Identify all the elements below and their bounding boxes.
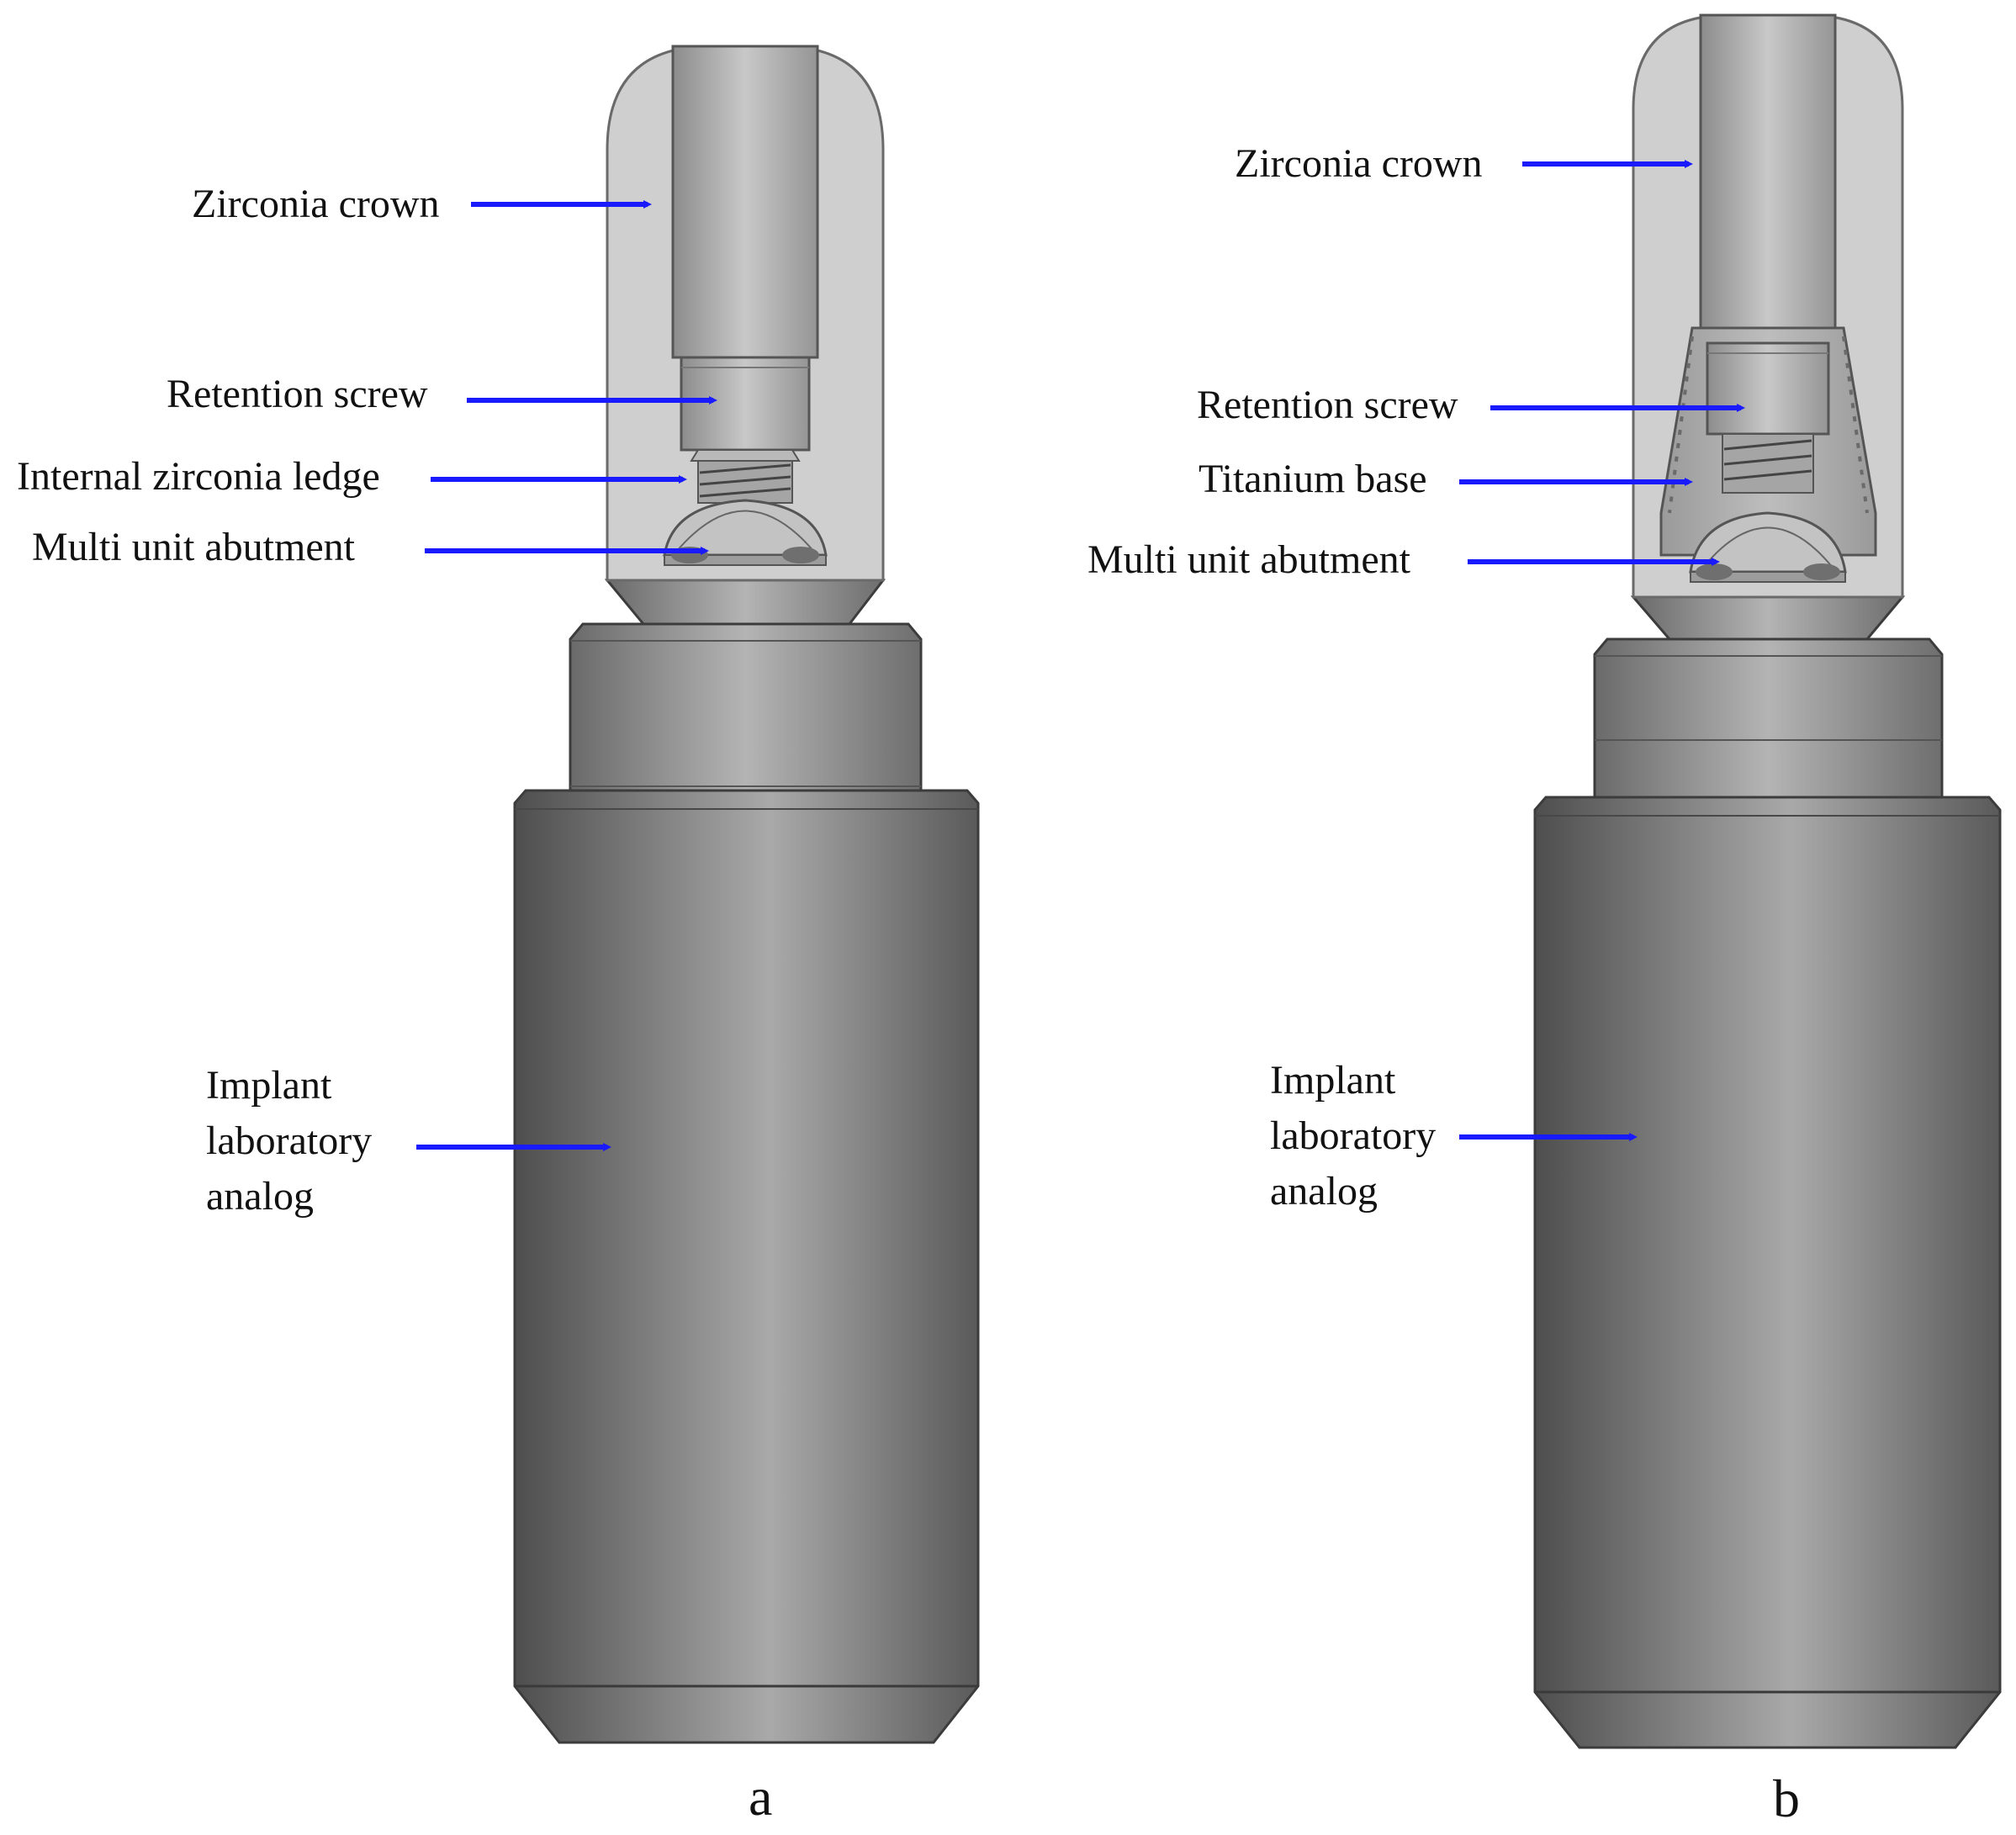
label-implant-analog-a-line1: Implant (206, 1063, 332, 1108)
label-retention-screw-a: Retention screw (167, 372, 428, 416)
label-zirconia-crown-a: Zirconia crown (192, 182, 440, 226)
label-internal-zirconia-ledge-a: Internal zirconia ledge (17, 454, 380, 499)
label-retention-screw-b: Retention screw (1197, 383, 1458, 427)
panel-caption-a: a (749, 1767, 772, 1827)
panel-a: Zirconia crown Retention screw Internal … (17, 45, 980, 1827)
label-multi-unit-abutment-a: Multi unit abutment (32, 525, 356, 569)
label-implant-analog-b-line1: Implant (1270, 1058, 1396, 1103)
label-multi-unit-abutment-b: Multi unit abutment (1087, 537, 1411, 582)
panel-caption-b: b (1773, 1769, 1800, 1828)
zirconia-crown-a (606, 45, 885, 582)
multi-unit-abutment-a (604, 579, 886, 626)
label-implant-analog-b-line3: analog (1270, 1169, 1378, 1214)
label-implant-analog-b-line2: laboratory (1270, 1113, 1436, 1158)
analog-collar-b (1593, 637, 1944, 799)
zirconia-crown-b (1632, 13, 1904, 599)
analog-collar-a (569, 622, 923, 792)
implant-analog-b (1533, 796, 2002, 1749)
label-titanium-base-b: Titanium base (1198, 457, 1427, 501)
label-implant-analog-a-line2: laboratory (206, 1118, 372, 1163)
multi-unit-abutment-b (1630, 595, 1906, 641)
panel-b: Zirconia crown Retention screw Titanium … (1087, 13, 2002, 1828)
label-implant-analog-a-line3: analog (206, 1174, 314, 1219)
implant-analog-a (513, 789, 980, 1744)
label-zirconia-crown-b: Zirconia crown (1235, 141, 1483, 186)
